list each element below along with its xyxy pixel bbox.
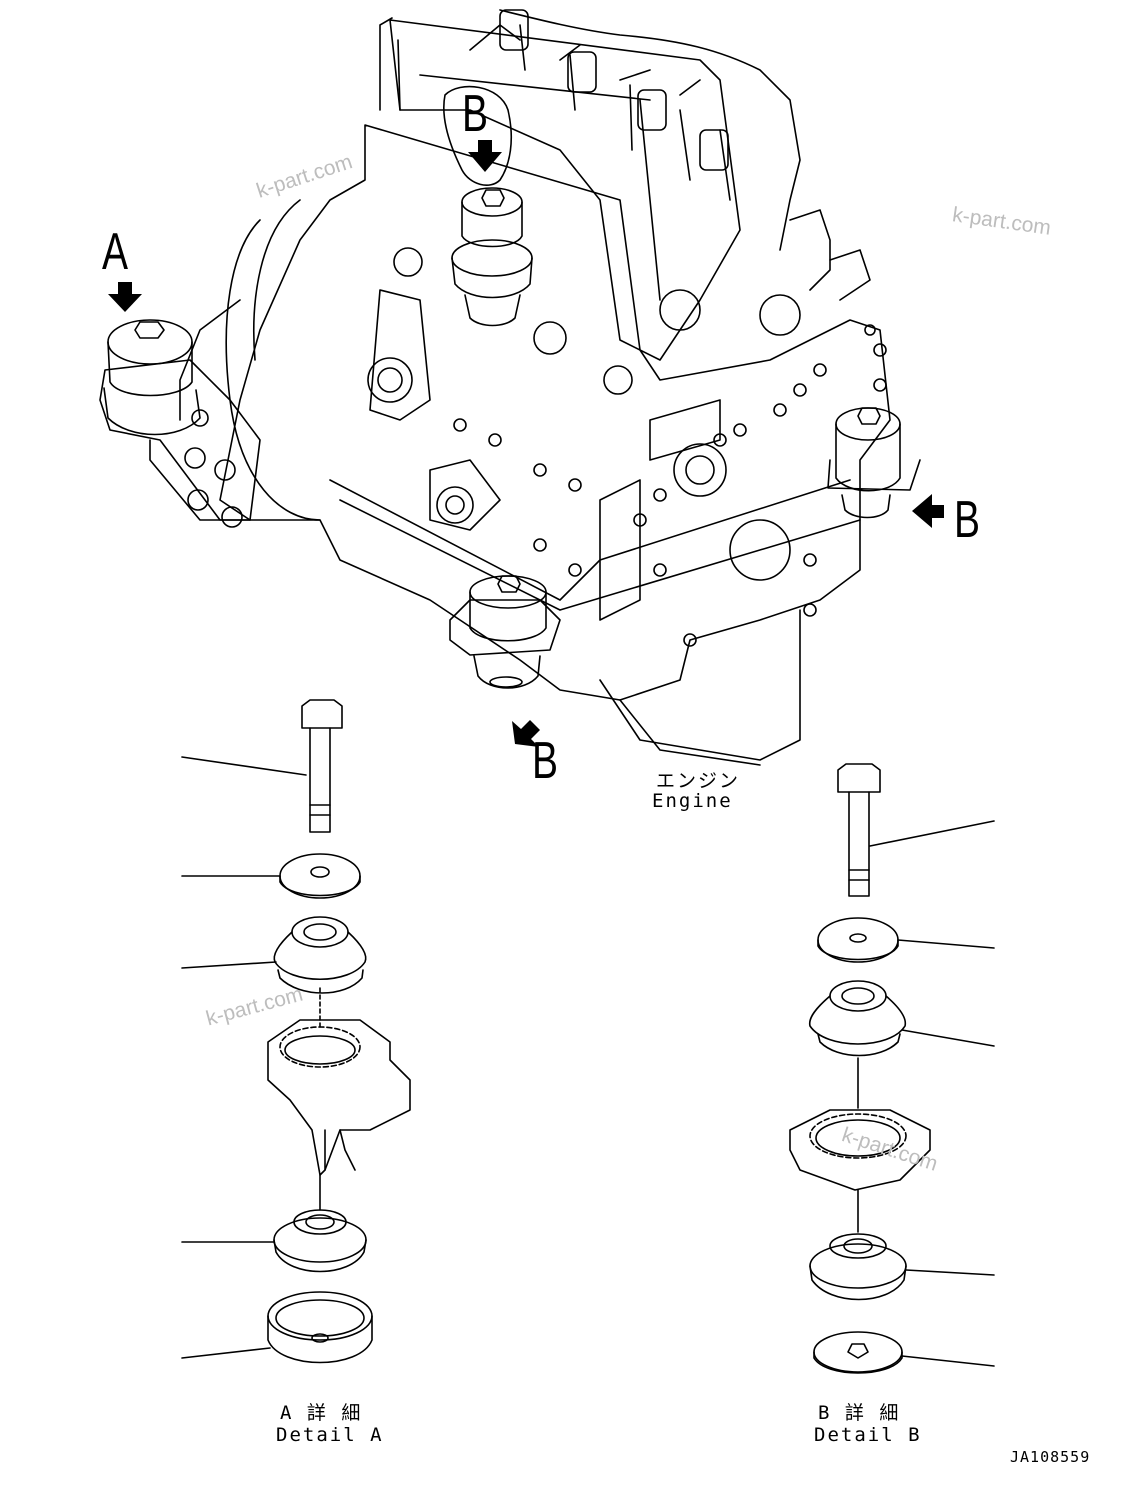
arrow-b-bottom bbox=[512, 720, 540, 747]
arrow-b-top bbox=[468, 140, 502, 172]
arrow-b-right bbox=[912, 494, 944, 528]
detail-a-caption-en: Detail A bbox=[276, 1424, 384, 1446]
engine-label-jp: エンジン bbox=[656, 770, 741, 792]
detail-b-caption-en: Detail B bbox=[814, 1424, 922, 1446]
engine-label-en: Engine bbox=[652, 790, 733, 812]
arrow-a bbox=[108, 282, 142, 312]
callout-arrows bbox=[108, 140, 944, 747]
detail-a-caption-jp: A 詳 細 bbox=[280, 1402, 363, 1424]
engine-block-drawing bbox=[99, 9, 921, 766]
callout-a: A bbox=[102, 223, 129, 281]
detail-b-exploded-view bbox=[789, 763, 995, 1374]
callout-b-bottom: B bbox=[532, 732, 559, 790]
detail-b-caption-jp: B 詳 細 bbox=[818, 1402, 901, 1424]
detail-a-exploded-view bbox=[181, 699, 411, 1364]
figure-id: JA108559 bbox=[1010, 1448, 1091, 1466]
callout-b-right: B bbox=[954, 491, 981, 549]
callout-b-top: B bbox=[462, 85, 489, 143]
